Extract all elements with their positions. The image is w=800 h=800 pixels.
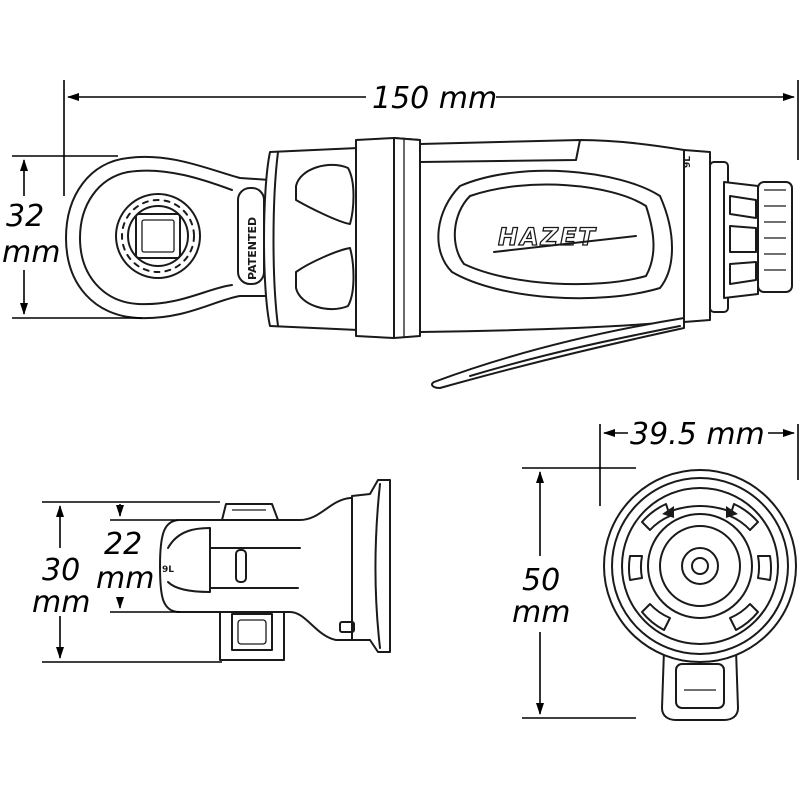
- total-height-unit: mm: [32, 585, 90, 620]
- head-height-unit: mm: [2, 235, 60, 270]
- length-dimension: 150 mm: [63, 80, 799, 196]
- patent-label: PATENTED: [246, 217, 259, 280]
- model-mark: 9L: [683, 156, 693, 168]
- rear-ring-segments: [627, 503, 773, 631]
- head-width-value: 22: [104, 527, 142, 562]
- rear-height-dimension: 50 mm: [512, 467, 636, 719]
- top-view: 9L: [159, 479, 391, 661]
- side-view: PATENTED HAZET 9L: [65, 137, 793, 389]
- rear-height-unit: mm: [512, 595, 570, 630]
- total-height-dimension: 30 mm: [32, 501, 222, 663]
- total-height-value: 30: [42, 553, 80, 588]
- head-width-unit: mm: [96, 561, 154, 596]
- head-height-dimension: 32 mm: [2, 155, 142, 319]
- length-dimension-label: 150 mm: [372, 81, 497, 116]
- top-view-mark: 9L: [162, 565, 174, 575]
- rear-width-dimension: 39.5 mm: [599, 417, 799, 506]
- rear-width-label: 39.5 mm: [630, 417, 765, 452]
- rear-view: [603, 469, 797, 721]
- head-width-dimension: 22 mm: [96, 504, 180, 613]
- head-height-value: 32: [6, 199, 44, 234]
- rear-height-value: 50: [522, 563, 560, 598]
